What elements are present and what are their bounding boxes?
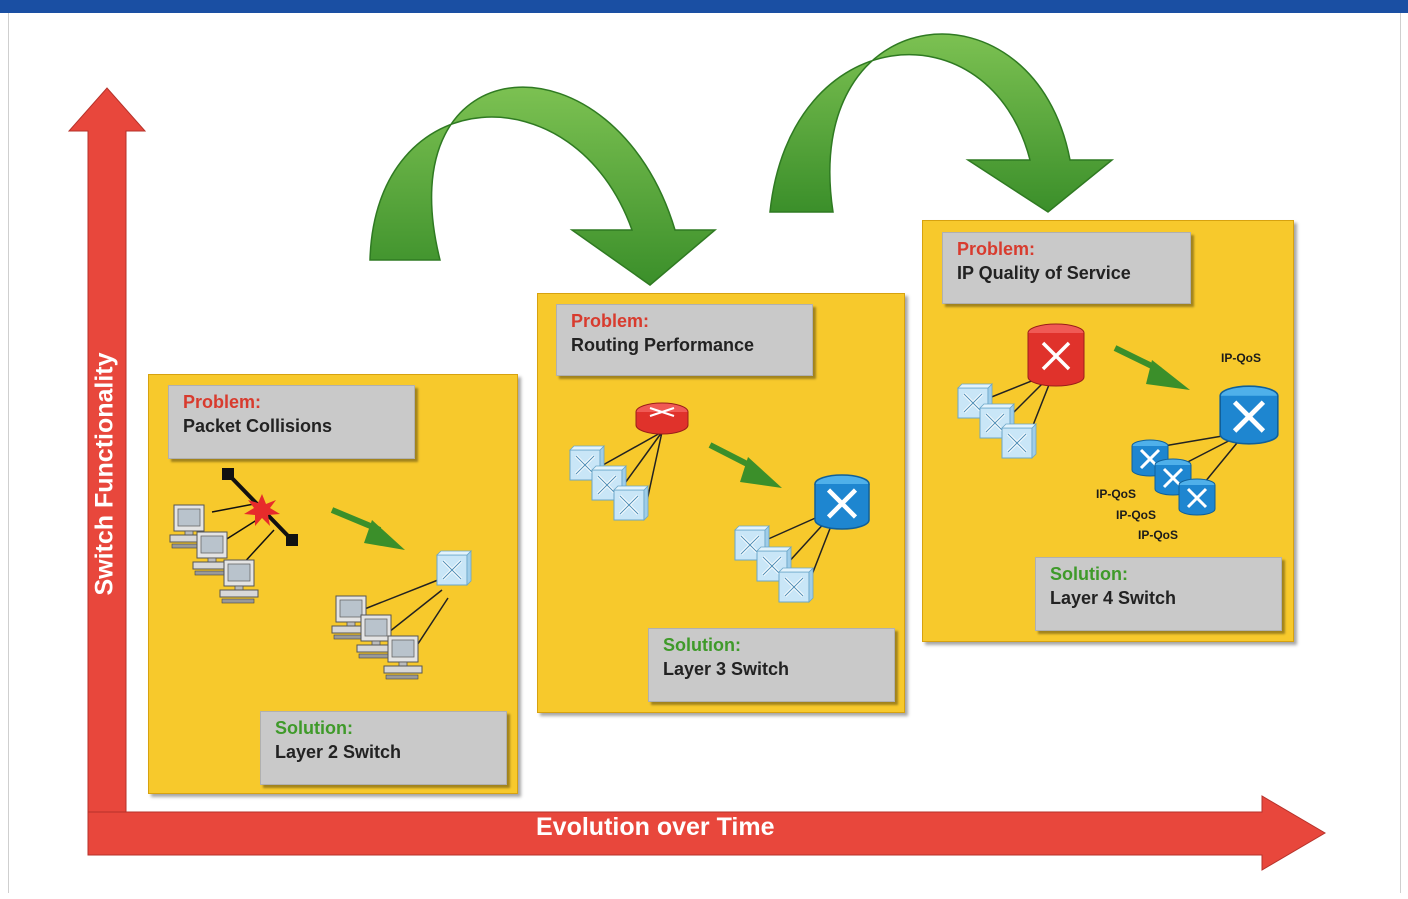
problem-keyword: Problem:	[183, 392, 262, 412]
stage-3-solution-box: Solution: Layer 4 Switch	[1035, 557, 1282, 631]
problem-text: Packet Collisions	[183, 416, 333, 436]
collision-network	[169, 468, 298, 604]
stage-1-solution-box: Solution: Layer 2 Switch	[260, 711, 507, 785]
transition-arrow-1	[369, 86, 718, 286]
qos-label: IP-QoS	[1116, 508, 1157, 522]
qos-label: IP-QoS	[1221, 351, 1262, 365]
stage-2-solution-box: Solution: Layer 3 Switch	[648, 628, 895, 702]
solution-keyword: Solution:	[275, 718, 353, 738]
layer4-switch-network	[1130, 386, 1278, 517]
x-axis-label: Evolution over Time	[536, 813, 775, 841]
stage-1-problem-box: Problem: Packet Collisions	[168, 385, 415, 459]
page-frame	[8, 13, 1401, 893]
transition-arrow-2	[769, 33, 1115, 213]
solution-keyword: Solution:	[1050, 564, 1128, 584]
solution-text: Layer 4 Switch	[1050, 588, 1177, 608]
problem-keyword: Problem:	[957, 239, 1036, 259]
solution-keyword: Solution:	[663, 635, 741, 655]
y-axis-arrow	[67, 87, 147, 855]
x-axis-arrow	[87, 795, 1326, 871]
problem-keyword: Problem:	[571, 311, 650, 331]
layer3-switch-network	[733, 475, 869, 604]
router-network	[568, 402, 689, 522]
stage-3-problem-box: Problem: IP Quality of Service	[942, 232, 1191, 304]
stage-2-problem-box: Problem: Routing Performance	[556, 304, 813, 376]
y-axis-label: Switch Functionality	[90, 352, 119, 596]
solution-text: Layer 3 Switch	[663, 659, 790, 679]
problem-text: Routing Performance	[571, 335, 755, 355]
qos-label: IP-QoS	[1138, 528, 1179, 542]
qos-label: IP-QoS	[1096, 487, 1137, 501]
green-transition-arrow-2	[708, 442, 782, 488]
qos-router-network	[956, 323, 1085, 460]
collision-burst-icon	[244, 494, 280, 526]
top-border-bar	[0, 0, 1408, 13]
green-transition-arrow-1	[330, 507, 405, 550]
green-transition-arrow-3	[1113, 345, 1190, 390]
solution-text: Layer 2 Switch	[275, 742, 402, 762]
problem-text: IP Quality of Service	[957, 263, 1131, 283]
layer2-switch-network	[331, 549, 473, 680]
